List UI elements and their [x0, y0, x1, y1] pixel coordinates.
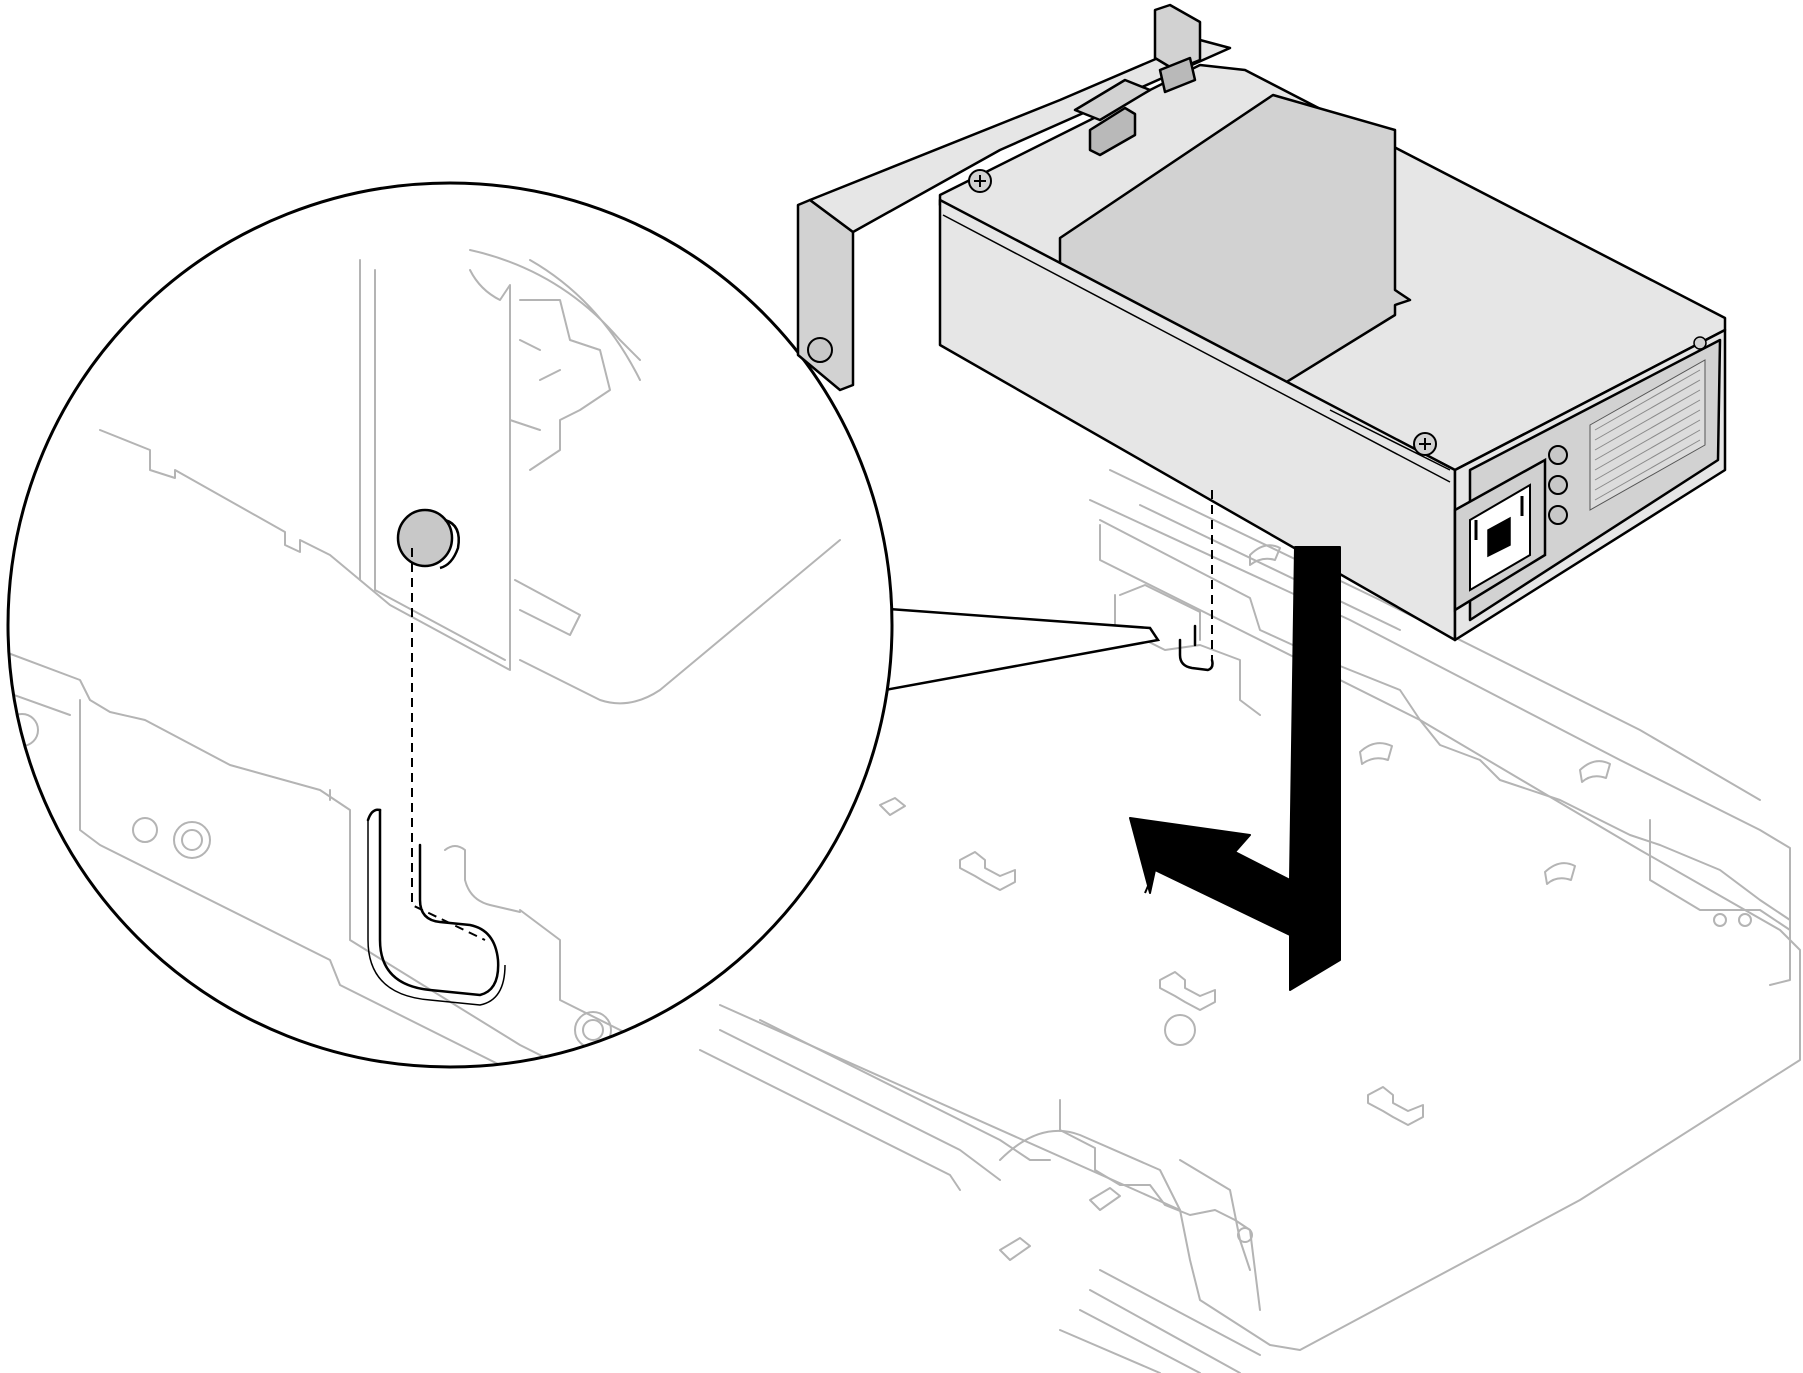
psu-handle-slot [1158, 56, 1197, 94]
psu-mount-wall [1119, 584, 1201, 641]
screw-icon [1413, 432, 1437, 456]
psu-mount-bracket [1114, 594, 1261, 716]
psu-end-screw [1693, 336, 1707, 350]
lens-fan-blades [509, 299, 611, 471]
floor-rail-left-3 [759, 1019, 1051, 1161]
lens-vertical-bracket [359, 259, 511, 671]
floor-rail-left-2 [699, 1049, 961, 1191]
right-end-bracket [1649, 819, 1791, 986]
chassis-side-wall [1099, 519, 1791, 921]
screw-icon [968, 169, 992, 193]
lens-shelf [99, 429, 841, 705]
floor-rail-left-1 [719, 1029, 1001, 1181]
psu-release-tab [1088, 106, 1137, 157]
keyhole-slot-inner [367, 820, 506, 1006]
chassis-rail-inner [1109, 469, 1761, 801]
wall-slot-1 [1249, 544, 1281, 566]
lens-hole-2 [173, 821, 211, 859]
standoff-peg-rim [439, 518, 460, 570]
floor-inner-edge [999, 1129, 1181, 1211]
install-arrow [1129, 546, 1341, 991]
floor-clip-3 [1367, 1086, 1424, 1126]
lens-hole-2-inner [181, 829, 203, 851]
callout-pointer [874, 606, 1161, 692]
wall-slot-4 [1544, 862, 1576, 885]
psu-led-1 [1548, 445, 1568, 465]
lens-bracket-face [374, 269, 506, 661]
right-end-hole-2 [1738, 913, 1752, 927]
psu-side-bottom-rail [1329, 409, 1451, 471]
keyhole-slot [378, 808, 500, 997]
front-clip-2 [999, 1237, 1031, 1261]
psu-flange-peg [807, 337, 833, 363]
magnifier-callout [6, 181, 1161, 1099]
psu-release-latch [1073, 78, 1152, 122]
lens-shelf-lip [514, 579, 581, 636]
lens-hole-4 [586, 1081, 604, 1099]
front-clip-1 [1089, 1187, 1121, 1211]
psu-rear-tab [1153, 3, 1202, 72]
lens-outline [6, 181, 894, 1069]
front-bracket-inner [1179, 1159, 1251, 1271]
psu-vent-grille [1589, 359, 1706, 511]
keyhole-opening [444, 845, 521, 913]
lens-alignment-line [411, 548, 486, 941]
lens-wall-bend [329, 789, 661, 1067]
lens-background [8, 183, 892, 1067]
chassis-target-slot [1178, 624, 1214, 672]
front-clip-3 [879, 797, 906, 816]
psu-led-2 [1548, 475, 1568, 495]
chassis-floor-outline [719, 524, 1801, 1351]
lens-hole-3-inner [582, 1019, 604, 1041]
front-bracket-hole [1237, 1227, 1253, 1243]
psu-side-edge [942, 214, 1451, 483]
wall-slot-2 [1359, 742, 1393, 765]
lens-front-edge [79, 699, 541, 1067]
lens-fan-shroud [469, 249, 641, 381]
lens-hole-1 [132, 817, 158, 843]
power-supply-unit [796, 3, 1727, 642]
keyhole-slot-top [366, 808, 382, 822]
floor-hole [1164, 1014, 1196, 1046]
psu-led-3 [1548, 505, 1568, 525]
front-bracket [1059, 1099, 1261, 1311]
lens-detail [8, 249, 841, 1099]
floor-clip-1 [959, 851, 1016, 891]
chassis-top-line [1139, 504, 1401, 631]
wall-slot-3 [1579, 760, 1611, 783]
standoff-peg [396, 508, 454, 568]
ac-inlet [1453, 457, 1547, 613]
floor-clip-2 [1159, 971, 1216, 1011]
right-end-hole [1713, 913, 1727, 927]
front-bottom-rails [1059, 1269, 1261, 1373]
